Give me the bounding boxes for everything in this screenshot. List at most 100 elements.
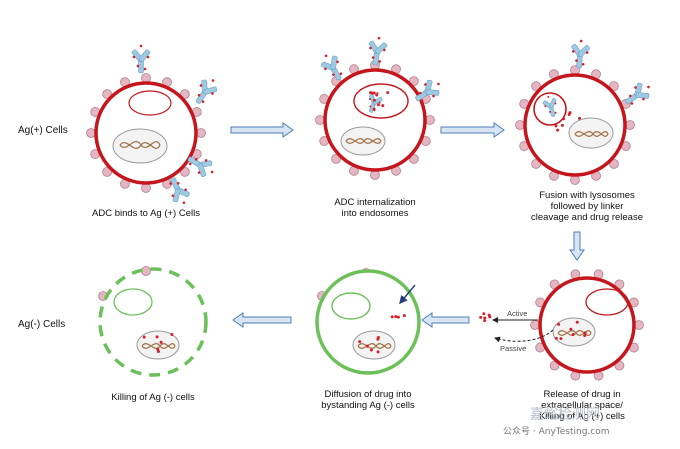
payload-dot	[155, 335, 159, 339]
payload-dot	[483, 316, 487, 320]
payload-dot	[554, 336, 558, 340]
cell-internalization	[315, 36, 440, 180]
endosome	[353, 83, 409, 119]
antigen-receptor	[408, 153, 419, 164]
step2-line1: ADC internalization	[334, 197, 416, 208]
adc-antibody	[542, 95, 557, 117]
endosome	[128, 90, 172, 116]
payload-dot	[560, 123, 564, 127]
payload-dot	[569, 327, 573, 331]
payload-dot	[375, 93, 379, 97]
payload-dot	[358, 340, 362, 344]
payload-dot	[376, 350, 380, 354]
adc-antibody	[368, 92, 383, 113]
lysosome	[533, 92, 567, 126]
payload-dots	[479, 312, 492, 323]
adc-antibody	[368, 36, 388, 66]
antigen-receptor	[196, 128, 206, 138]
step4-line3: Killing of Ag (+) cells	[539, 411, 625, 422]
payload-dots	[358, 336, 380, 354]
active-label: Active	[507, 309, 528, 318]
adc-antibody	[195, 79, 218, 104]
step3-line3: cleavage and drug release	[531, 212, 643, 223]
payload-dot	[575, 320, 579, 324]
arrow-step5-to-6	[232, 312, 292, 328]
antigen-receptor	[408, 76, 419, 87]
payload-dot	[562, 117, 566, 121]
payload-dot	[578, 116, 582, 120]
step6-caption: Killing of Ag (-) cells	[111, 392, 195, 403]
cell-killed-agneg	[98, 266, 208, 377]
payload-dot	[583, 333, 587, 337]
payload-dot	[376, 103, 380, 107]
payload-dot	[479, 315, 483, 319]
payload-dot	[159, 340, 163, 344]
nucleus	[136, 330, 180, 360]
endosome	[113, 288, 153, 316]
step4-line2: extracellular space/	[541, 400, 623, 411]
payload-dot	[394, 315, 398, 319]
diffusion-arrow	[399, 284, 416, 305]
antigen-receptor	[530, 320, 540, 330]
payload-dot	[372, 98, 376, 102]
receptor-ring	[515, 65, 635, 185]
watermark-line2: 公众号 · AnyTesting.com	[503, 427, 610, 437]
nucleus	[568, 117, 614, 149]
antigen-receptor	[608, 158, 619, 169]
payload-dot	[381, 104, 385, 108]
payload-dot	[368, 91, 372, 95]
adc-antibody	[415, 79, 440, 102]
step2-line2: into endosomes	[341, 208, 409, 219]
antigen-receptor	[425, 115, 435, 125]
antigen-receptor	[608, 81, 619, 92]
step3-caption: Fusion with lysosomes followed by linker…	[512, 190, 662, 223]
payload-dot	[402, 314, 406, 318]
antigen-receptor	[331, 153, 342, 164]
nucleus	[112, 128, 168, 164]
antigen-receptor	[141, 183, 151, 193]
payload-dot	[365, 344, 369, 348]
step5-line2: bystanding Ag (-) cells	[321, 400, 415, 411]
antigen-receptor	[370, 170, 380, 180]
payload-dot	[376, 336, 380, 340]
payload-dot	[390, 315, 394, 319]
passive-label: Passive	[500, 344, 527, 353]
payload-dot	[142, 335, 146, 339]
payload-dots	[368, 91, 390, 111]
step4-caption: Release of drug in extracellular space/ …	[512, 389, 652, 422]
payload-dot	[556, 128, 560, 132]
payload-dot	[372, 91, 376, 95]
step3-line2: followed by linker	[550, 201, 624, 212]
adc-antibody	[320, 54, 343, 81]
antigen-receptor	[102, 166, 113, 177]
step5-caption: Diffusion of drug into bystanding Ag (-)…	[298, 389, 438, 411]
cell-adc-binding	[86, 44, 218, 204]
antigen-receptor	[86, 128, 96, 138]
adc-antibody	[131, 44, 151, 74]
antigen-receptor	[102, 89, 113, 100]
cell-lysosome-fusion	[515, 39, 650, 185]
antigen-receptor	[515, 120, 525, 130]
step3-line1: Fusion with lysosomes	[539, 190, 635, 201]
antigen-receptor	[625, 120, 635, 130]
payload-dot	[583, 331, 587, 335]
payload-dot	[568, 111, 572, 115]
row-label-agneg: Ag(-) Cells	[18, 319, 66, 330]
antigen-receptor	[315, 115, 325, 125]
antigen-receptor	[179, 89, 190, 100]
payload-dots	[554, 320, 587, 341]
receptor-ring	[530, 269, 644, 381]
row-label-agpos: Ag(+) Cells	[18, 125, 68, 136]
payload-dot	[487, 313, 491, 317]
arrow-step2-to-3	[440, 122, 505, 138]
antigen-receptor	[531, 158, 542, 169]
nucleus	[340, 126, 386, 156]
arrow-step1-to-2	[230, 122, 294, 138]
antigen-receptor	[634, 320, 644, 330]
adc-antibody	[169, 177, 190, 204]
payload-dots	[554, 111, 582, 132]
payload-dot	[170, 333, 174, 337]
payload-dots	[142, 333, 174, 354]
payload-dot	[156, 347, 160, 351]
